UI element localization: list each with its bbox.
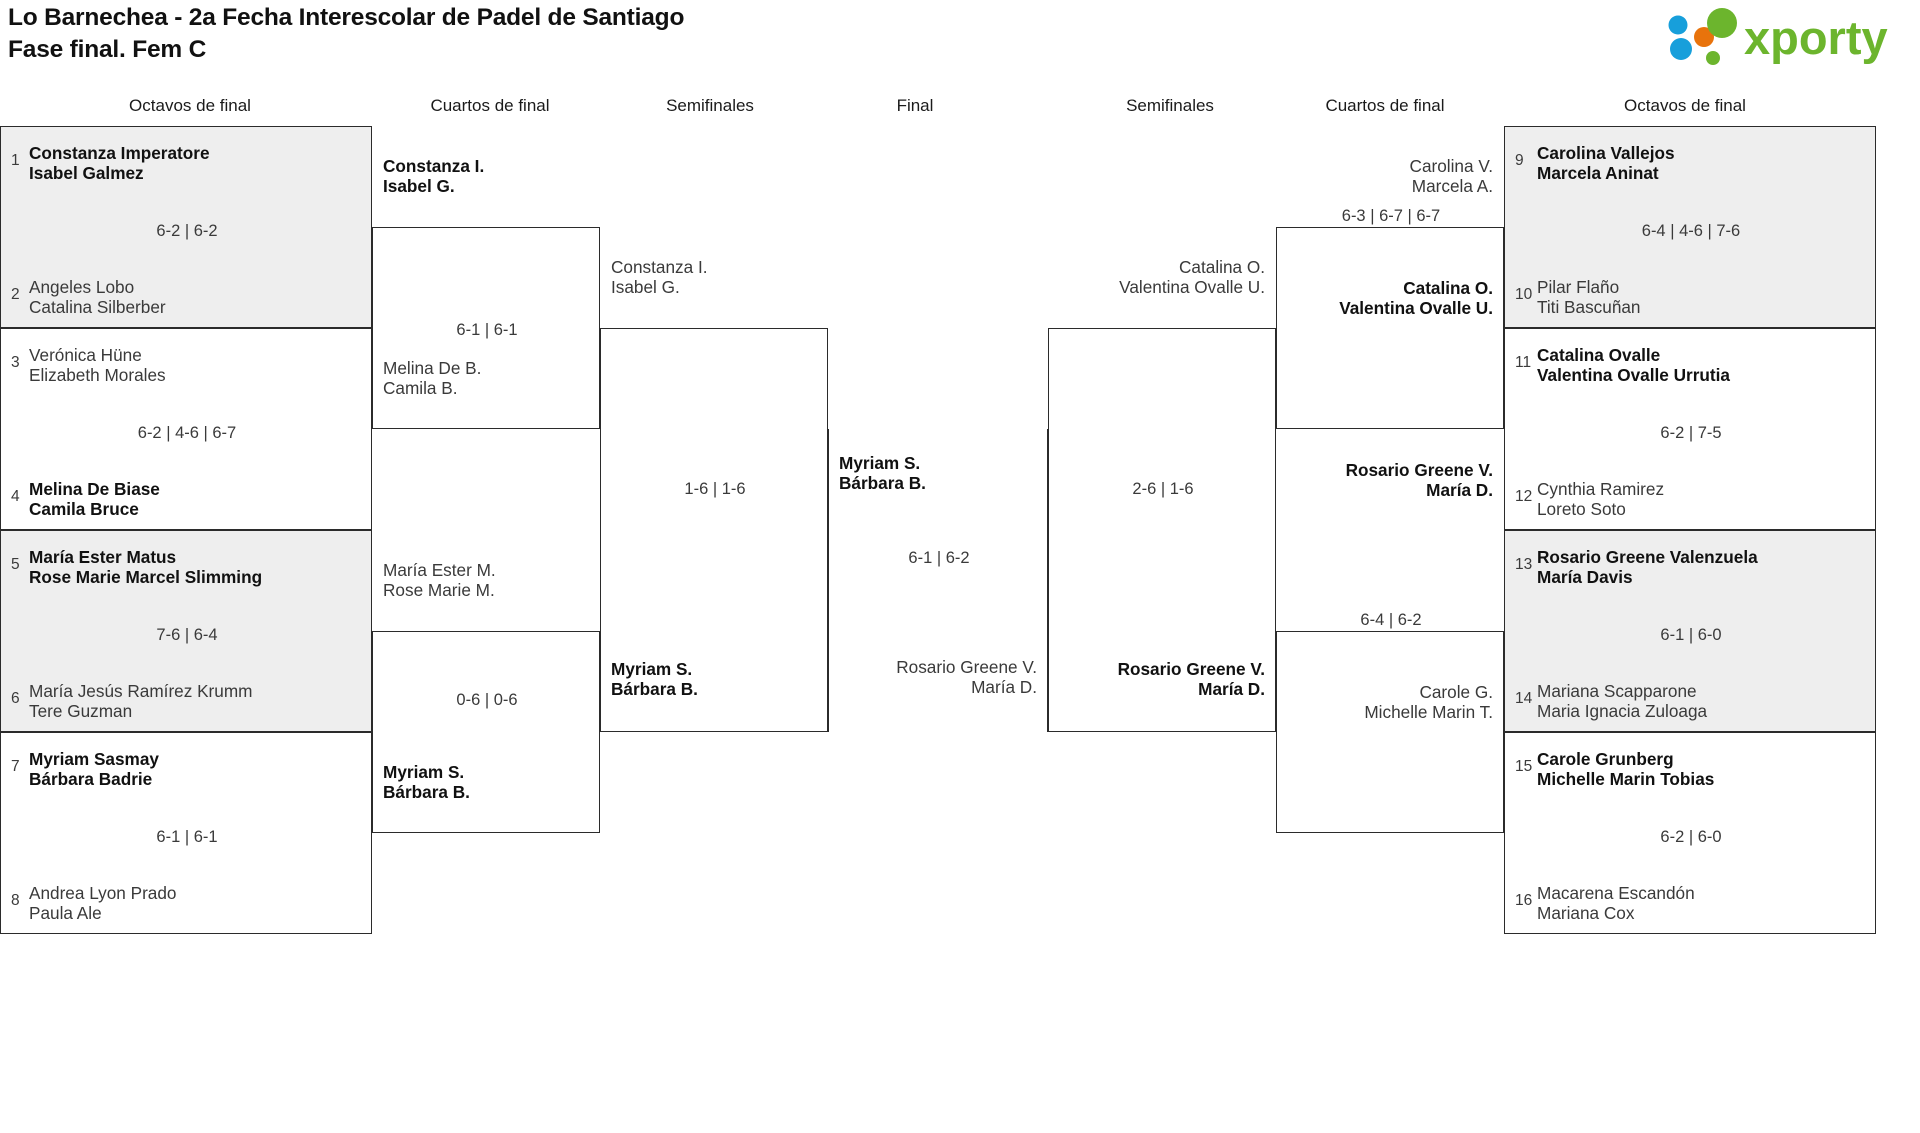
seed-number: 12	[1515, 488, 1533, 505]
qf-right-match-1[interactable]: Carolina V. Marcela A. 6-3 | 6-7 | 6-7 C…	[1276, 156, 1504, 429]
team-bottom: Melina De Biase Camila Bruce	[29, 479, 160, 520]
match-score: 6-2 | 7-5	[1660, 424, 1722, 442]
logo-dot-blue-top	[1668, 15, 1688, 35]
match-score: 6-2 | 6-2	[156, 222, 218, 240]
xporty-logo-svg: xporty	[1668, 8, 1888, 65]
title-line-1: Lo Barnechea - 2a Fecha Interescolar de …	[8, 4, 685, 31]
r16-right-match-1[interactable]: 9 Carolina Vallejos Marcela Aninat 6-4 |…	[1504, 126, 1876, 328]
team-top: Constanza Imperatore Isabel Galmez	[29, 143, 210, 184]
round-header-r16-right: Octavos de final	[1624, 96, 1746, 115]
round-header-sf-right: Semifinales	[1126, 96, 1214, 115]
match-score: 6-3 | 6-7 | 6-7	[1341, 207, 1441, 225]
logo-dot-green-large	[1707, 8, 1737, 38]
match-score: 1-6 | 1-6	[684, 480, 746, 498]
seed-number: 13	[1515, 556, 1533, 573]
match-score: 6-2 | 6-0	[1660, 828, 1722, 846]
sf-left-match-1[interactable]: Constanza I. Isabel G. 1-6 | 1-6 Myriam …	[600, 257, 828, 732]
round-header-sf-left: Semifinales	[666, 96, 754, 115]
team-top: Carole Grunberg Michelle Marin Tobias	[1537, 749, 1715, 790]
team-top: María Ester M. Rose Marie M.	[383, 560, 496, 601]
team-top: Carolina Vallejos Marcela Aninat	[1537, 143, 1675, 184]
team-top: Myriam S. Bárbara B.	[839, 453, 926, 494]
seed-number: 10	[1515, 286, 1533, 303]
sf-right-match-1[interactable]: Catalina O. Valentina Ovalle U. 2-6 | 1-…	[1048, 257, 1276, 732]
team-top: Carolina V. Marcela A.	[1409, 156, 1493, 197]
seed-number: 9	[1515, 152, 1524, 169]
team-bottom: Cynthia Ramirez Loreto Soto	[1537, 479, 1665, 520]
logo-dot-green-small	[1706, 51, 1720, 65]
seed-number: 3	[11, 354, 20, 371]
final-match[interactable]: Myriam S. Bárbara B. 6-1 | 6-2 Rosario G…	[828, 429, 1048, 732]
qf-left-match-1[interactable]: Constanza I. Isabel G. 6-1 | 6-1 Melina …	[372, 156, 600, 429]
team-top: Constanza I. Isabel G.	[611, 257, 708, 298]
team-bottom: Rosario Greene V. María D.	[896, 657, 1037, 698]
seed-number: 11	[1515, 354, 1532, 371]
team-top: Rosario Greene V. María D.	[1345, 460, 1493, 501]
team-bottom: Pilar Flaño Titi Bascuñan	[1537, 277, 1641, 318]
match-score: 6-1 | 6-2	[908, 549, 970, 567]
title-line-2: Fase final. Fem C	[8, 36, 207, 64]
team-top: María Ester Matus Rose Marie Marcel Slim…	[29, 547, 263, 588]
r16-left-match-2[interactable]: 3 Verónica Hüne Elizabeth Morales 6-2 | …	[0, 328, 372, 530]
round-header-qf-right: Cuartos de final	[1325, 96, 1445, 115]
seed-number: 8	[11, 892, 20, 909]
match-score: 6-1 | 6-1	[156, 828, 218, 846]
seed-number: 15	[1515, 758, 1533, 775]
match-score: 6-2 | 4-6 | 6-7	[137, 424, 237, 442]
r16-right-match-2[interactable]: 11 Catalina Ovalle Valentina Ovalle Urru…	[1504, 328, 1876, 530]
logo-dot-blue-bottom	[1670, 38, 1692, 60]
round-header-final: Final	[896, 96, 934, 115]
seed-number: 1	[11, 152, 20, 169]
round-header-r16-left: Octavos de final	[129, 96, 251, 115]
team-bottom: Carole G. Michelle Marin T.	[1364, 682, 1493, 723]
match-score: 7-6 | 6-4	[156, 626, 218, 644]
team-bottom: Rosario Greene V. María D.	[1117, 659, 1265, 700]
seed-number: 14	[1515, 690, 1533, 707]
team-bottom: Catalina O. Valentina Ovalle U.	[1339, 278, 1493, 319]
r16-right-match-3[interactable]: 13 Rosario Greene Valenzuela María Davis…	[1504, 530, 1876, 732]
team-top: Catalina O. Valentina Ovalle U.	[1119, 257, 1265, 298]
seed-number: 16	[1515, 892, 1533, 909]
match-score: 2-6 | 1-6	[1132, 480, 1194, 498]
qf-left-match-2[interactable]: María Ester M. Rose Marie M. 0-6 | 0-6 M…	[372, 560, 600, 833]
round-header-qf-left: Cuartos de final	[430, 96, 550, 115]
qf-right-match-2[interactable]: Rosario Greene V. María D. 6-4 | 6-2 Car…	[1276, 460, 1504, 833]
r16-left-match-1[interactable]: 1 Constanza Imperatore Isabel Galmez 6-2…	[0, 126, 372, 328]
team-top: Constanza I. Isabel G.	[383, 156, 485, 197]
xporty-logo: xporty	[1656, 8, 1906, 66]
seed-number: 7	[11, 758, 20, 775]
seed-number: 5	[11, 556, 20, 573]
team-bottom: María Jesús Ramírez Krumm Tere Guzman	[29, 681, 253, 722]
team-bottom: Macarena Escandón Mariana Cox	[1537, 883, 1695, 924]
team-bottom: Myriam S. Bárbara B.	[383, 762, 470, 803]
page-title: Lo Barnechea - 2a Fecha Interescolar de …	[8, 2, 1108, 67]
team-bottom: Melina De B. Camila B.	[383, 358, 482, 399]
team-bottom: Myriam S. Bárbara B.	[611, 659, 698, 700]
seed-number: 6	[11, 690, 20, 707]
team-top: Rosario Greene Valenzuela María Davis	[1537, 547, 1758, 588]
r16-right-match-4[interactable]: 15 Carole Grunberg Michelle Marin Tobias…	[1504, 732, 1876, 934]
match-score: 6-1 | 6-0	[1660, 626, 1722, 644]
team-top: Catalina Ovalle Valentina Ovalle Urrutia	[1537, 345, 1730, 386]
seed-number: 2	[11, 286, 20, 303]
match-score: 6-4 | 6-2	[1360, 611, 1422, 629]
team-top: Verónica Hüne Elizabeth Morales	[29, 345, 166, 386]
team-bottom: Mariana Scapparone Maria Ignacia Zuloaga	[1537, 681, 1708, 722]
logo-wordmark: xporty	[1744, 11, 1888, 64]
team-top: Myriam Sasmay Bárbara Badrie	[29, 749, 159, 790]
team-bottom: Angeles Lobo Catalina Silberber	[29, 277, 166, 318]
match-score: 6-1 | 6-1	[456, 321, 518, 339]
match-score: 6-4 | 4-6 | 7-6	[1641, 222, 1741, 240]
team-bottom: Andrea Lyon Prado Paula Ale	[29, 883, 177, 924]
logo-dot-orange	[1694, 27, 1714, 47]
match-score: 0-6 | 0-6	[456, 691, 518, 709]
seed-number: 4	[11, 488, 20, 505]
r16-left-match-4[interactable]: 7 Myriam Sasmay Bárbara Badrie 6-1 | 6-1…	[0, 732, 372, 934]
r16-left-match-3[interactable]: 5 María Ester Matus Rose Marie Marcel Sl…	[0, 530, 372, 732]
